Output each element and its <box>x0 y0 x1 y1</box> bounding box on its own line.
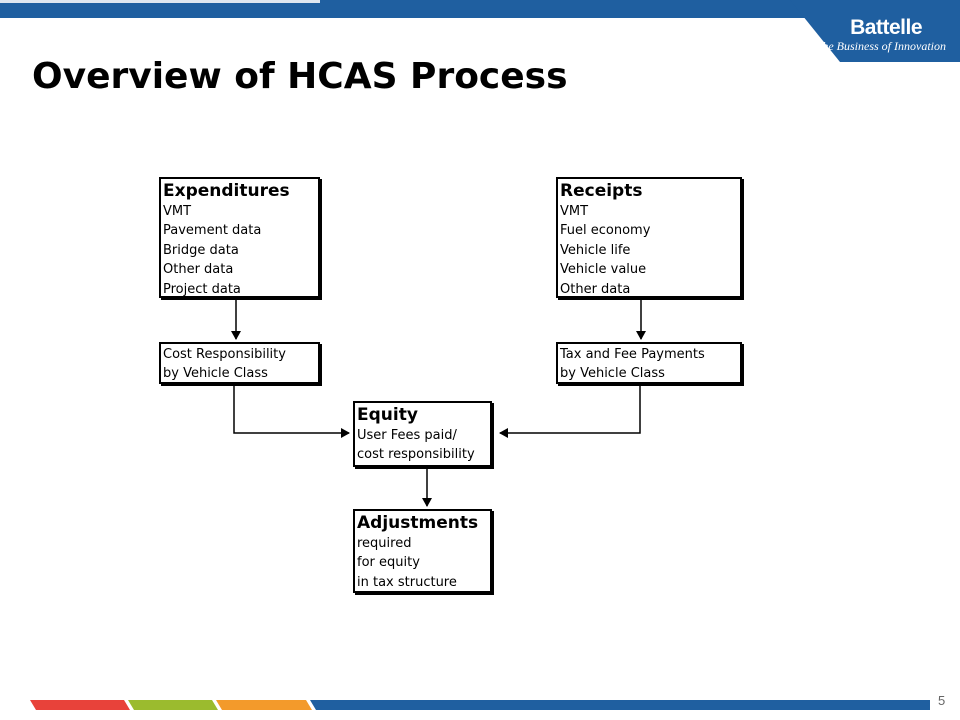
footer-bar-red <box>30 700 130 710</box>
receipts-heading: Receipts <box>560 181 643 201</box>
footer-color-bars <box>30 700 930 710</box>
equity-item: cost responsibility <box>357 447 475 463</box>
expenditures-item: Pavement data <box>163 223 262 239</box>
footer-bar-green <box>128 700 218 710</box>
receipts-item: Other data <box>560 281 631 297</box>
tax-fee-box: Tax and Fee Payments by Vehicle Class <box>556 342 742 384</box>
adjustments-item: for equity <box>357 555 420 571</box>
page-number: 5 <box>938 693 946 708</box>
brand-banner <box>790 0 960 62</box>
cost-responsibility-line: by Vehicle Class <box>163 366 268 382</box>
equity-box: Equity User Fees paid/ cost responsibili… <box>353 401 492 467</box>
arrow-tax-to-equity <box>499 384 641 438</box>
expenditures-box: Expenditures VMT Pavement data Bridge da… <box>159 177 320 298</box>
brand-tagline: The Business of Innovation <box>815 39 946 53</box>
receipts-item: VMT <box>560 204 589 219</box>
expenditures-item: Project data <box>163 281 241 297</box>
expenditures-item: Bridge data <box>163 242 239 258</box>
arrow-cost-to-equity <box>233 384 350 438</box>
footer-bar-blue <box>310 700 930 710</box>
page-title: Overview of HCAS Process <box>32 56 568 97</box>
adjustments-box: Adjustments required for equity in tax s… <box>353 509 492 593</box>
equity-heading: Equity <box>357 405 418 425</box>
tax-fee-line: by Vehicle Class <box>560 366 665 382</box>
receipts-item: Vehicle life <box>560 242 631 258</box>
expenditures-heading: Expenditures <box>163 181 290 201</box>
cost-responsibility-box: Cost Responsibility by Vehicle Class <box>159 342 320 384</box>
equity-item: User Fees paid/ <box>357 428 457 443</box>
adjustments-item: required <box>357 536 412 551</box>
brand-logo: Battelle <box>850 16 922 39</box>
footer-bar-orange <box>216 700 312 710</box>
expenditures-item: VMT <box>163 204 192 219</box>
cost-responsibility-line: Cost Responsibility <box>163 347 286 362</box>
expenditures-item: Other data <box>163 262 234 278</box>
receipts-box: Receipts VMT Fuel economy Vehicle life V… <box>556 177 742 298</box>
header-accent <box>0 0 320 3</box>
receipts-item: Fuel economy <box>560 223 651 239</box>
header-bar <box>0 0 960 18</box>
adjustments-item: in tax structure <box>357 574 457 590</box>
tax-fee-line: Tax and Fee Payments <box>560 347 705 362</box>
adjustments-heading: Adjustments <box>357 513 479 533</box>
receipts-item: Vehicle value <box>560 262 647 278</box>
